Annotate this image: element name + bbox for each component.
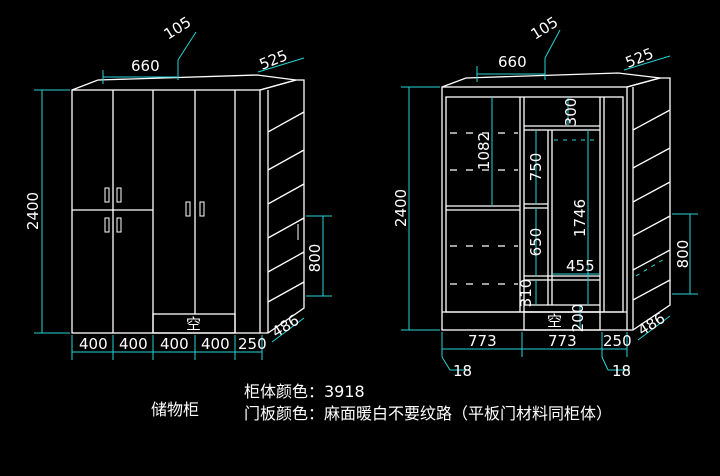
left-side-height-dim: 800 (306, 244, 324, 273)
right-drawer-label: 空 (547, 312, 562, 330)
handle-icon (104, 187, 110, 203)
left-bottom-dim: 400 (119, 335, 148, 353)
inner-dim: 1746 (571, 199, 589, 237)
door-color-note: 门板颜色：麻面暖白不要纹路（平板门材料同柜体） (244, 404, 613, 423)
left-bottom-dim: 400 (160, 335, 189, 353)
left-view: 空 2400 660 105 525 (24, 13, 332, 360)
right-bottom-dim: 773 (548, 332, 577, 350)
right-thickness-left-dim: 18 (453, 362, 472, 380)
right-side-shelf-outline (626, 77, 671, 331)
handle-icon (116, 217, 122, 233)
handle-icon (104, 217, 110, 233)
right-drawer (523, 311, 601, 331)
handle-icon (199, 201, 205, 217)
left-top-offset-dim: 105 (161, 13, 195, 43)
inner-dim: 310 (517, 279, 535, 308)
inner-dim: 300 (562, 98, 580, 127)
right-side-depth-dim: 525 (623, 44, 656, 71)
left-side-depth-dim: 525 (257, 46, 290, 73)
handle-icon (185, 201, 191, 217)
inner-dim: 750 (527, 153, 545, 182)
right-top-width-dim: 660 (498, 53, 527, 71)
left-top-width-dim: 660 (131, 57, 160, 75)
left-drawer (152, 313, 236, 334)
body-color-note: 柜体颜色：3918 (244, 382, 365, 401)
right-thickness-right-dim: 18 (612, 362, 631, 380)
right-side-height-dim: 800 (674, 240, 692, 269)
right-view: 空 2400 660 105 525 800 486 1082 300 (392, 13, 698, 380)
left-bottom-dim: 400 (79, 335, 108, 353)
right-bottom-dim: 250 (603, 332, 632, 350)
left-side-bottom-dim: 486 (269, 311, 303, 341)
left-drawer-label: 空 (186, 315, 201, 333)
inner-dim: 650 (527, 228, 545, 257)
left-height-dim: 2400 (24, 192, 42, 230)
right-height-dim: 2400 (392, 189, 410, 227)
inner-dim: 200 (569, 304, 587, 333)
left-cabinet-outline (71, 89, 261, 334)
left-bottom-dim: 400 (201, 335, 230, 353)
handle-icon (116, 187, 122, 203)
inner-dim: 1082 (475, 132, 493, 170)
left-side-shelf-outline (259, 79, 305, 334)
drawing-title: 储物柜 (151, 400, 200, 419)
left-bottom-dim: 250 (238, 335, 267, 353)
right-side-bottom-dim: 486 (635, 309, 669, 339)
right-bottom-dim: 773 (468, 332, 497, 350)
inner-dim: 455 (566, 257, 595, 275)
right-top-edge (441, 72, 661, 88)
right-top-offset-dim: 105 (528, 13, 562, 43)
